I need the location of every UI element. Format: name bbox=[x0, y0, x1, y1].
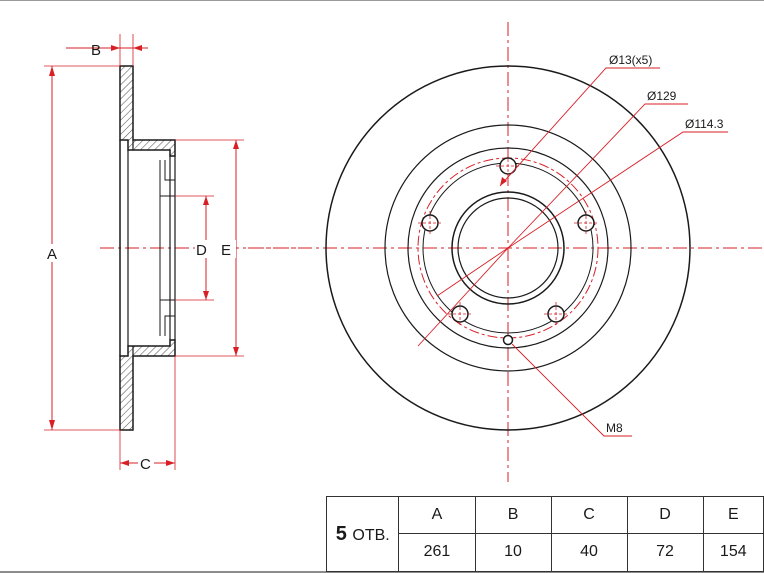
value-d: 72 bbox=[626, 532, 704, 573]
m8-thread-hole bbox=[502, 334, 514, 346]
value-e: 154 bbox=[702, 532, 764, 573]
header-e: E bbox=[702, 496, 764, 534]
dim-label-a: A bbox=[47, 246, 57, 263]
front-view: Ø13(x5) Ø129 Ø114.3 M8 bbox=[248, 22, 764, 482]
hub-face bbox=[169, 156, 176, 340]
hub-outer-circle bbox=[407, 147, 609, 349]
center-bore-outer bbox=[451, 191, 565, 305]
side-section-view: A B C D E bbox=[44, 34, 310, 473]
value-a: 261 bbox=[398, 532, 476, 573]
spec-table: 5 ОТВ. A B C D E 261 10 40 72 154 bbox=[325, 496, 764, 573]
dim-label-e: E bbox=[221, 242, 231, 259]
header-a: A bbox=[398, 496, 476, 534]
hub-steps bbox=[159, 160, 175, 336]
callout-outer-hub: Ø129 bbox=[647, 89, 677, 103]
callout-pcd: Ø114.3 bbox=[685, 117, 724, 131]
header-c: C bbox=[550, 496, 628, 534]
header-b: B bbox=[474, 496, 552, 534]
holes-unit: ОТВ. bbox=[352, 526, 390, 544]
value-c: 40 bbox=[550, 532, 628, 573]
callout-bolt-holes: Ø13(x5) bbox=[609, 53, 652, 67]
disc-outer-circle bbox=[325, 65, 691, 431]
callout-thread: M8 bbox=[606, 421, 623, 435]
holes-count: 5 bbox=[335, 522, 347, 545]
holes-cell: 5 ОТВ. bbox=[325, 496, 400, 572]
header-d: D bbox=[626, 496, 704, 534]
center-bore-inner bbox=[457, 197, 559, 299]
dim-label-c: C bbox=[140, 456, 151, 473]
section-hatch-lower bbox=[119, 339, 176, 431]
value-b: 10 bbox=[474, 532, 552, 573]
friction-inner-circle bbox=[384, 124, 632, 372]
dim-label-b: B bbox=[91, 42, 101, 59]
dim-label-d: D bbox=[196, 242, 207, 259]
section-hatch-upper bbox=[119, 65, 176, 157]
